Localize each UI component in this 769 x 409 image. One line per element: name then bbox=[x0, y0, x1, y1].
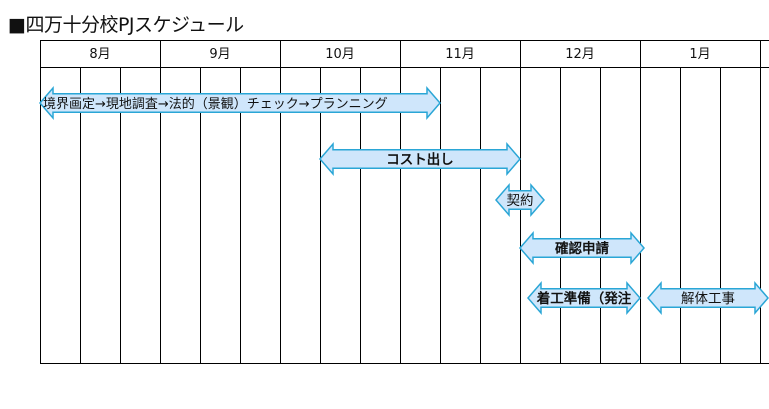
task-arrow-permit bbox=[519, 230, 645, 266]
month-label: 11月 bbox=[445, 47, 475, 62]
month-label: 8月 bbox=[89, 47, 110, 62]
month-label: 10月 bbox=[325, 47, 355, 62]
task-label-cost: コスト出し bbox=[386, 151, 454, 168]
task-arrow-construction bbox=[647, 280, 769, 316]
task-label-construction: 解体工事 bbox=[681, 291, 735, 307]
task-arrow-prep bbox=[527, 280, 641, 316]
task-label-surveying: 境界画定→現地調査→法的（景観）チェック→プランニング bbox=[43, 96, 388, 112]
page-title: ■四万十分校PJスケジュール bbox=[8, 14, 244, 36]
task-arrow-cost bbox=[319, 141, 521, 177]
task-arrow-surveying bbox=[39, 85, 441, 121]
month-label: 12月 bbox=[565, 47, 595, 62]
month-label: 1月 bbox=[689, 47, 710, 62]
task-label-contract: 契約 bbox=[507, 193, 534, 209]
task-arrow-contract bbox=[495, 182, 545, 218]
task-label-permit: 確認申請 bbox=[555, 240, 609, 257]
month-label: 9月 bbox=[209, 47, 230, 62]
task-label-prep: 着工準備（発注 bbox=[536, 290, 632, 307]
